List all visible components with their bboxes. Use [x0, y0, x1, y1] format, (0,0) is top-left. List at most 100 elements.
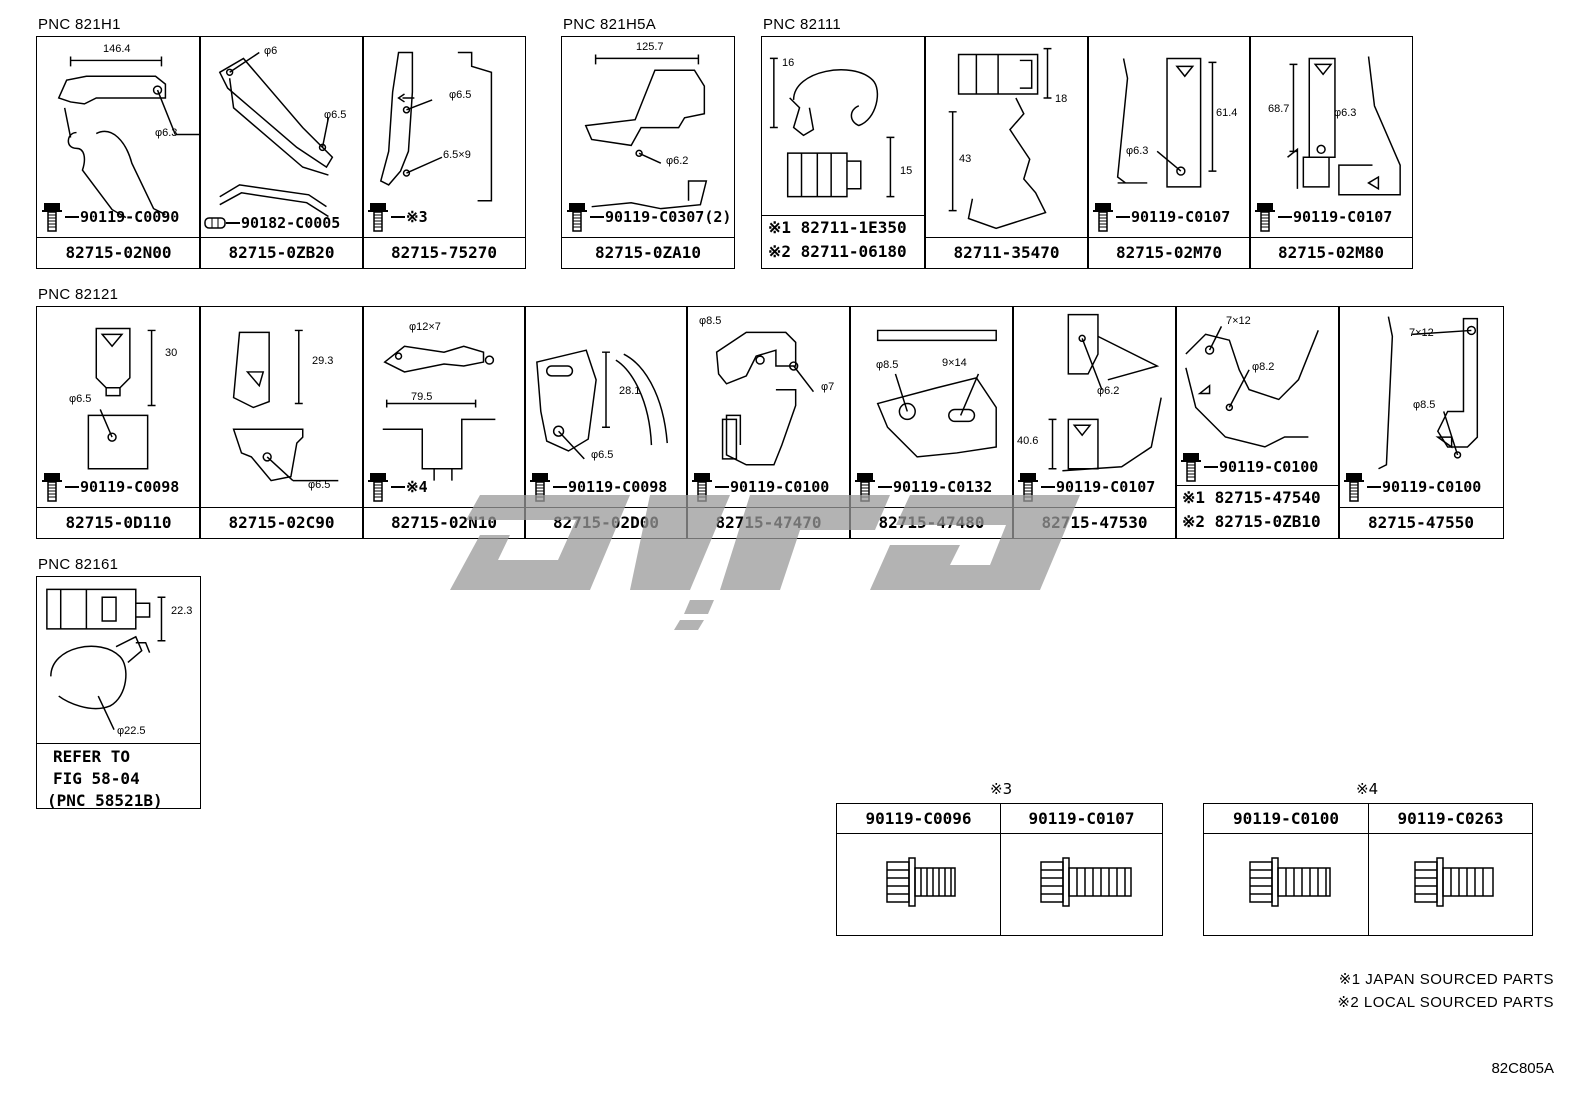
bolt-icon: [41, 472, 63, 502]
part-number[interactable]: ※1 82711-1E350: [768, 218, 907, 237]
table-mark-4: ※4: [1356, 780, 1379, 798]
part-cell-refer-58-04[interactable]: 22.3 φ22.5 REFER TO FIG 58-04 (PNC 58521…: [36, 576, 201, 810]
part-cell-82715-02C90[interactable]: 29.3 φ6.5 82715-02C90: [199, 306, 364, 539]
part-cell-82715-02N00[interactable]: 146.4 φ6.3 90119-C0090 82715-02N00: [36, 36, 201, 269]
part-cell-82715-02D00[interactable]: 28.1 φ6.5 90119-C0098 82715-02D00: [524, 306, 688, 539]
fastener-part-number[interactable]: 90119-C0263: [1369, 804, 1532, 834]
dim-label: 16: [782, 57, 795, 69]
bracket-drawing: [1250, 37, 1412, 238]
part-cell-82711-1E350[interactable]: 16 15 ※1 82711-1E350 ※2 82711-06180: [761, 36, 926, 269]
part-cell-82715-47550[interactable]: 7×12 φ8.5 90119-C0100 82715-47550: [1338, 306, 1504, 539]
fastener-option[interactable]: 90119-C0100: [1204, 804, 1368, 935]
dim-label: φ22.5: [117, 725, 146, 737]
bracket-drawing: [1339, 307, 1503, 508]
refer-box[interactable]: REFER TO FIG 58-04 (PNC 58521B): [37, 743, 200, 810]
bracket-drawing: [37, 37, 200, 238]
part-cell-82715-0ZA10[interactable]: 125.7 φ6.2 90119-C0307(2) 82715-0ZA10: [561, 36, 735, 269]
bolt-icon: [854, 472, 876, 502]
bracket-drawing: [525, 307, 687, 508]
part-cell-82715-02M80[interactable]: 68.7 φ6.3 90119-C0107 82715-02M80: [1249, 36, 1413, 269]
fastener-callout: 90119-C0100: [691, 472, 829, 502]
clip-icon: [204, 217, 226, 229]
fastener-part-number[interactable]: 90119-C0107: [1001, 804, 1162, 834]
fastener-part-number[interactable]: 90119-C0100: [1204, 804, 1368, 834]
part-number[interactable]: 82715-75270: [363, 237, 525, 268]
refer-note: REFER TO FIG 58-04 (PNC 58521B): [47, 747, 163, 810]
clamp-drawing: [37, 577, 200, 746]
dim-label: φ8.5: [699, 315, 722, 327]
pnc-label-82121: PNC 82121: [38, 286, 119, 303]
part-cell-82711-35470[interactable]: 18 43 82711-35470: [924, 36, 1089, 269]
dim-label: φ6.5: [308, 479, 331, 491]
dim-label: 22.3: [171, 605, 193, 617]
fastener-callout: 90119-C0100: [1343, 472, 1481, 502]
part-number[interactable]: 82711-35470: [925, 237, 1088, 268]
bracket-drawing: [363, 307, 525, 508]
part-number[interactable]: 82715-47530: [1013, 507, 1176, 538]
pnc-label-82161: PNC 82161: [38, 556, 119, 573]
dim-label: 79.5: [411, 391, 433, 403]
fastener-option[interactable]: 90119-C0096: [837, 804, 1000, 935]
part-number-list[interactable]: ※1 82711-1E350 ※2 82711-06180: [762, 215, 925, 268]
fastener-callout: 90119-C0098: [41, 472, 179, 502]
bracket-drawing: [562, 37, 734, 238]
dim-label: φ6.2: [666, 155, 689, 167]
part-number[interactable]: 82715-0D110: [37, 507, 200, 538]
dim-label: 29.3: [312, 355, 334, 367]
dim-label: 125.7: [636, 41, 664, 53]
dim-label: φ6.5: [324, 109, 347, 121]
bolt-icon: [1040, 857, 1132, 907]
group-82121: 30 φ6.5 90119-C0098 82715-0D110 29.3 φ6.…: [36, 306, 1504, 539]
part-number[interactable]: 82715-02C90: [200, 507, 363, 538]
part-cell-82715-47540[interactable]: 7×12 φ8.2 90119-C0100 ※1 82715-47540 ※2 …: [1175, 306, 1340, 539]
part-number[interactable]: 82715-47470: [687, 507, 850, 538]
part-cell-82715-47470[interactable]: φ8.5 φ7 90119-C0100 82715-47470: [686, 306, 851, 539]
part-number[interactable]: ※2 82715-0ZB10: [1182, 512, 1321, 531]
fastener-option[interactable]: 90119-C0107: [1000, 804, 1162, 935]
part-number[interactable]: 82715-02D00: [525, 507, 687, 538]
group-82161: 22.3 φ22.5 REFER TO FIG 58-04 (PNC 58521…: [36, 576, 201, 810]
part-number[interactable]: 82715-02N10: [363, 507, 525, 538]
dim-label: 68.7: [1268, 103, 1290, 115]
bracket-drawing: [687, 307, 850, 508]
dim-label: φ6.3: [1126, 145, 1149, 157]
bolt-icon: [1180, 452, 1202, 482]
bolt-icon: [1414, 857, 1494, 907]
bracket-drawing: [363, 37, 525, 238]
part-cell-82715-0D110[interactable]: 30 φ6.5 90119-C0098 82715-0D110: [36, 306, 201, 539]
fastener-callout: ※4: [367, 472, 428, 502]
dim-label: φ8.2: [1252, 361, 1275, 373]
dim-label: φ6: [264, 45, 278, 57]
legend-local-sourced: ※2 LOCAL SOURCED PARTS: [1337, 994, 1554, 1011]
part-number[interactable]: 82715-02M80: [1250, 237, 1412, 268]
part-number[interactable]: 82715-0ZA10: [562, 237, 734, 268]
part-number[interactable]: 82715-47550: [1339, 507, 1503, 538]
group-821H5A: 125.7 φ6.2 90119-C0307(2) 82715-0ZA10: [561, 36, 735, 269]
part-cell-82715-0ZB20[interactable]: φ6 φ6.5 90182-C0005 82715-0ZB20: [199, 36, 364, 269]
group-82111: 16 15 ※1 82711-1E350 ※2 82711-06180 18 4…: [761, 36, 1413, 269]
dim-label: 40.6: [1017, 435, 1039, 447]
part-number-list[interactable]: ※1 82715-47540 ※2 82715-0ZB10: [1176, 485, 1339, 538]
part-number[interactable]: 82715-0ZB20: [200, 237, 363, 268]
dim-label: φ7: [821, 381, 835, 393]
dim-label: φ6.5: [591, 449, 614, 461]
fastener-option[interactable]: 90119-C0263: [1368, 804, 1532, 935]
part-cell-82715-75270[interactable]: φ6.5 6.5×9 ※3 82715-75270: [362, 36, 526, 269]
part-cell-82715-47480[interactable]: φ8.5 9×14 90119-C0132 82715-47480: [849, 306, 1014, 539]
part-number[interactable]: 82715-02M70: [1088, 237, 1250, 268]
fastener-part-number[interactable]: 90119-C0096: [837, 804, 1000, 834]
part-cell-82715-47530[interactable]: φ6.2 40.6 90119-C0107 82715-47530: [1012, 306, 1177, 539]
bolt-icon: [1254, 202, 1276, 232]
fastener-callout: 90119-C0098: [529, 472, 667, 502]
part-number[interactable]: 82715-47480: [850, 507, 1013, 538]
dim-label: 28.1: [619, 385, 641, 397]
part-cell-82715-02N10[interactable]: φ12×7 79.5 ※4 82715-02N10: [362, 306, 526, 539]
part-number[interactable]: ※2 82711-06180: [768, 242, 907, 261]
part-number[interactable]: 82715-02N00: [37, 237, 200, 268]
dim-label: φ6.3: [155, 127, 178, 139]
dim-label: φ8.5: [876, 359, 899, 371]
part-number[interactable]: ※1 82715-47540: [1182, 488, 1321, 507]
bolt-icon: [367, 202, 389, 232]
bolt-icon: [367, 472, 389, 502]
part-cell-82715-02M70[interactable]: 61.4 φ6.3 90119-C0107 82715-02M70: [1087, 36, 1251, 269]
